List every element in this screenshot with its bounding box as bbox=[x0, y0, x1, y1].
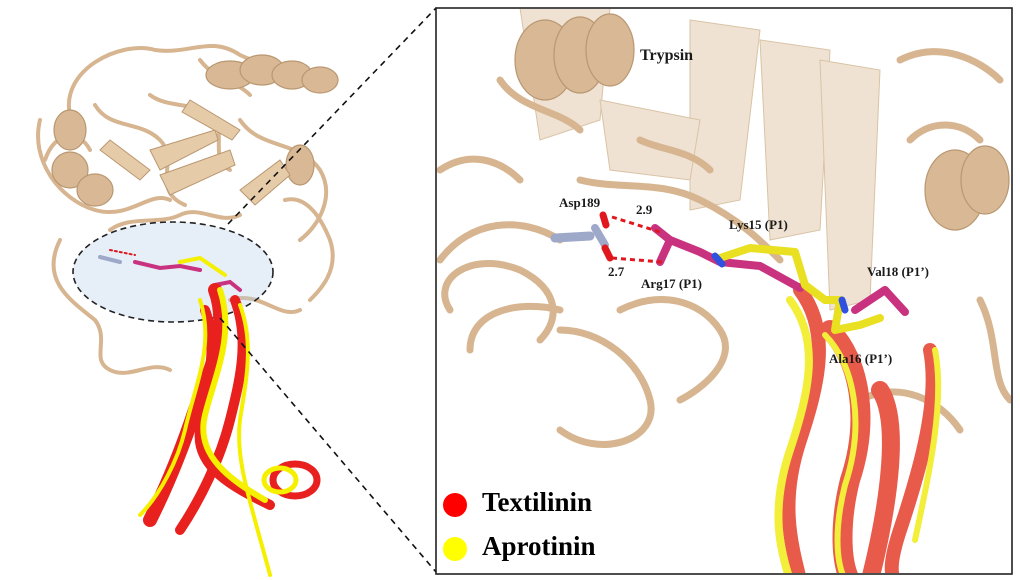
inhibitors-overview bbox=[138, 283, 321, 577]
trypsin-overview bbox=[36, 44, 335, 375]
lys15-label: Lys15 (P1) bbox=[729, 217, 788, 232]
asp189-stick bbox=[550, 231, 595, 243]
ala16-stick bbox=[831, 296, 884, 334]
zoom-line-bottom bbox=[219, 317, 437, 573]
trypsin-label: Trypsin bbox=[640, 47, 694, 64]
distance-upper-label: 2.9 bbox=[636, 202, 653, 217]
legend-swatch-aprotinin bbox=[443, 537, 467, 561]
trypsin-helices-overview bbox=[51, 54, 339, 207]
zoom-panel bbox=[435, 7, 1013, 575]
legend-label-textilinin: Textilinin bbox=[482, 487, 593, 517]
val18-label: Val18 (P1’) bbox=[867, 264, 929, 279]
zoom-line-top bbox=[227, 7, 437, 225]
residue-sticks bbox=[550, 211, 909, 334]
ala16-label: Ala16 (P1’) bbox=[829, 351, 893, 366]
asp189-label: Asp189 bbox=[559, 195, 601, 210]
trypsin-sheets-overview bbox=[99, 99, 291, 206]
overview-structure bbox=[36, 7, 437, 577]
overview-residues bbox=[98, 249, 242, 292]
distance-lower-label: 2.7 bbox=[608, 264, 625, 279]
val18-stick bbox=[851, 286, 909, 316]
arg17-label: Arg17 (P1) bbox=[641, 276, 703, 291]
active-site-highlight bbox=[72, 221, 274, 323]
legend-label-aprotinin: Aprotinin bbox=[482, 531, 596, 561]
inhibitors-zoom bbox=[774, 283, 942, 573]
legend-swatch-textilinin bbox=[443, 493, 467, 517]
trypsin-helix-zoom bbox=[514, 13, 1010, 231]
lys15-stick bbox=[716, 244, 844, 304]
